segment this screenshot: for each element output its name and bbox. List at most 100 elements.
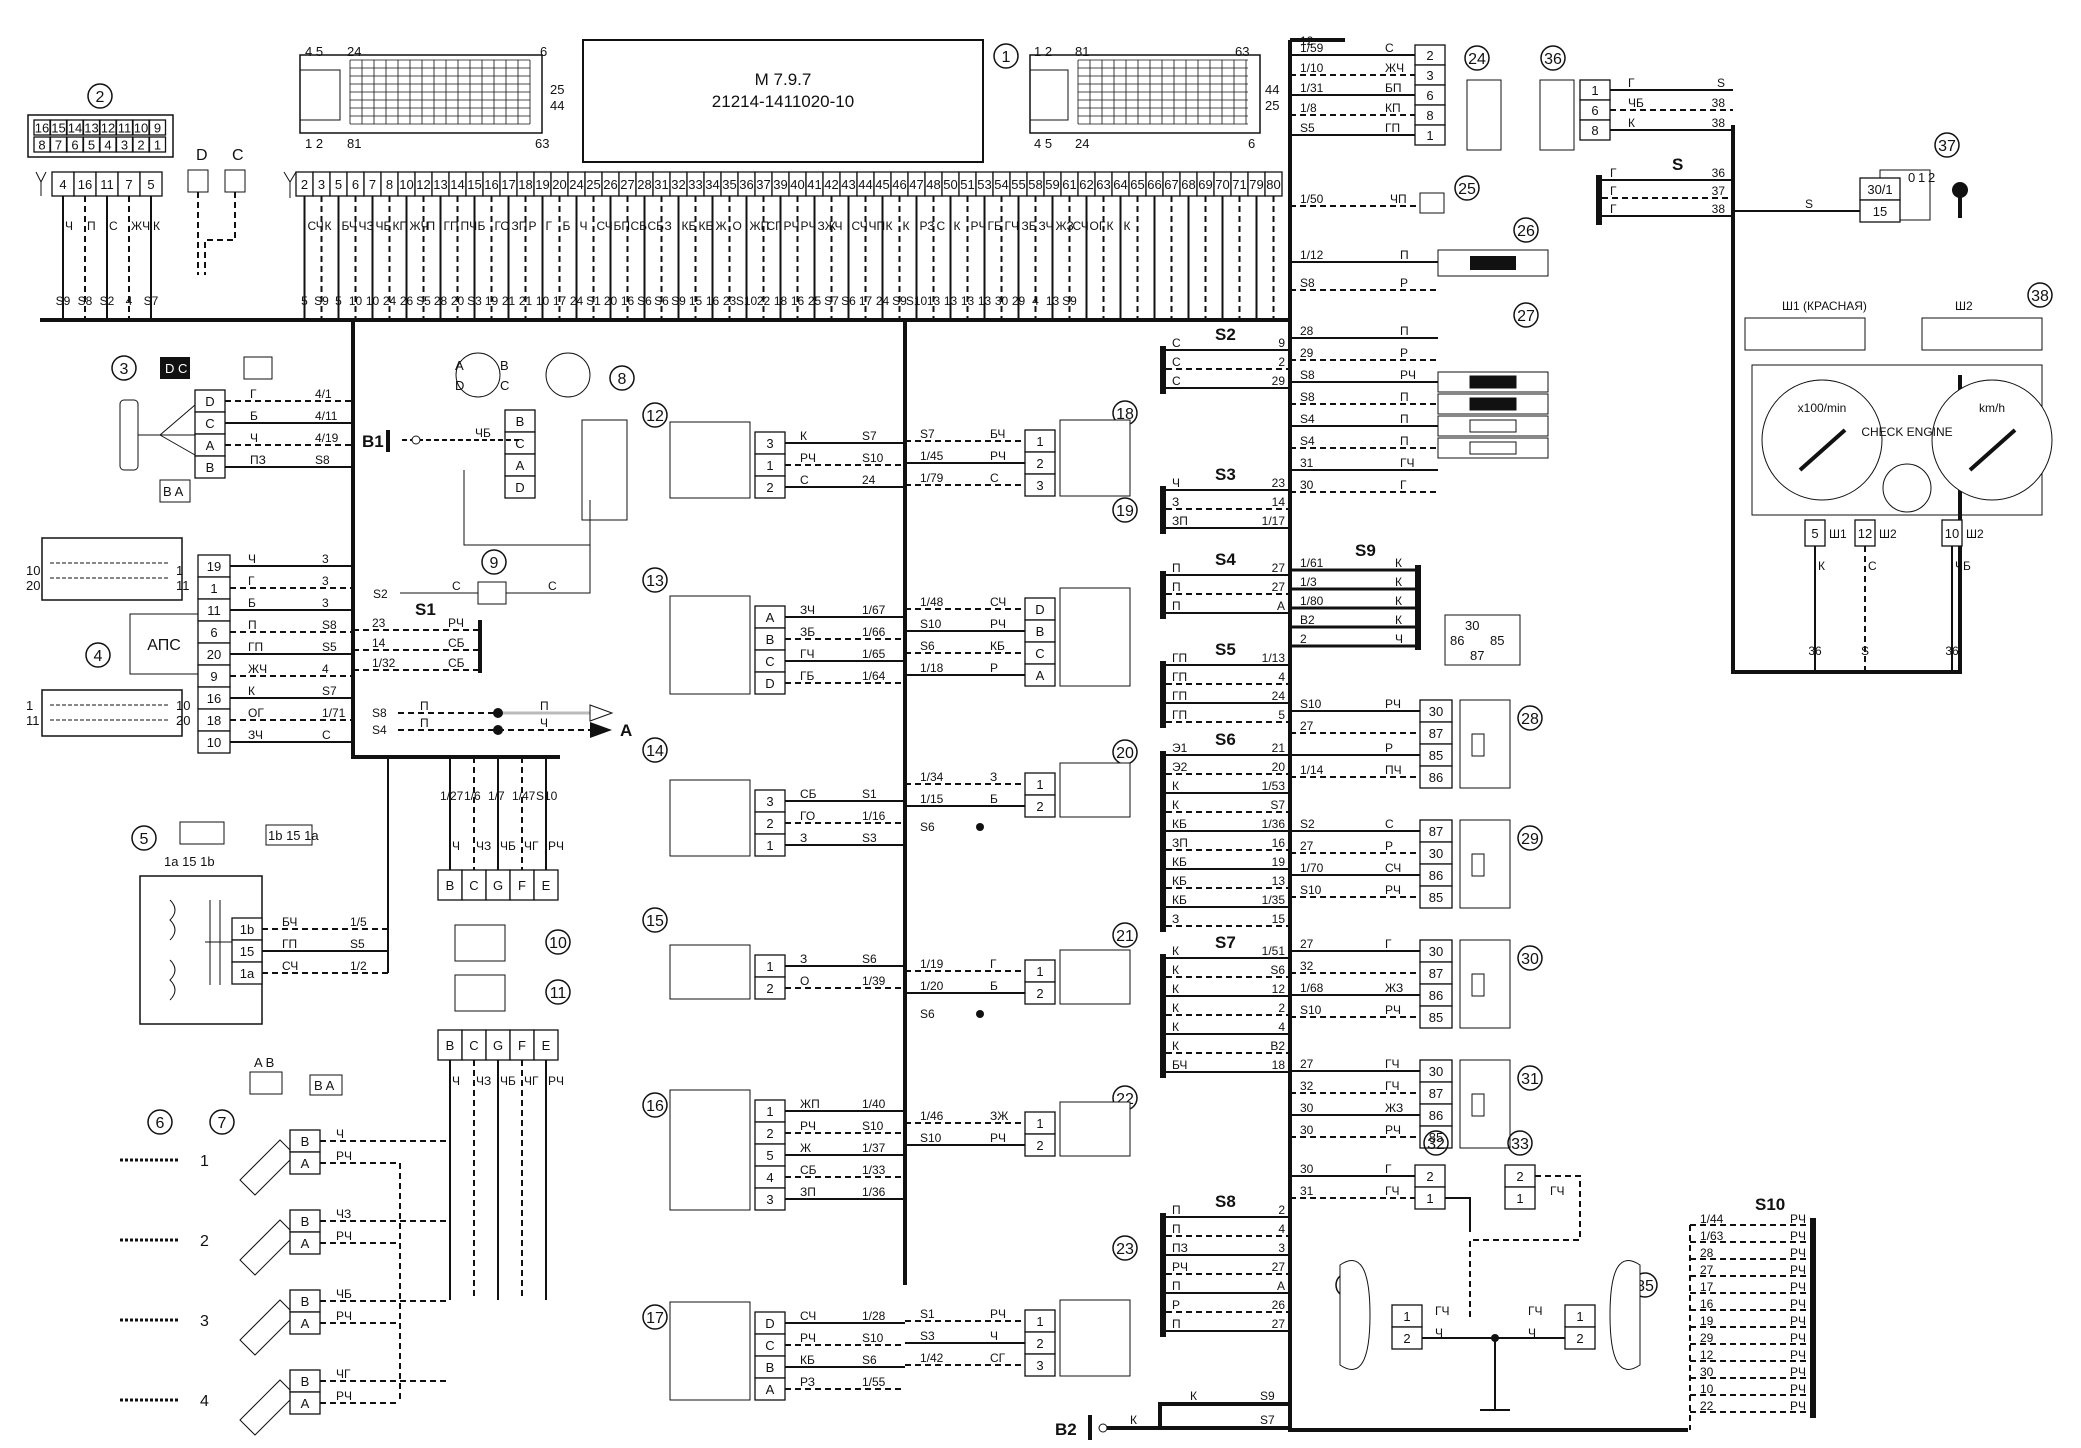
c4-wire-dest: 1/71	[322, 706, 346, 720]
c30-pin	[1419, 1005, 1453, 1029]
c30-color: ЖЗ	[1385, 981, 1403, 995]
c30-src: 1/68	[1300, 981, 1324, 995]
ecu-pin: 69	[1198, 177, 1212, 192]
c27-color: П	[1400, 390, 1409, 404]
c4-pin: 18	[207, 713, 221, 728]
splice-label: S7	[1215, 933, 1236, 952]
c17-wire-dest: 1/28	[862, 1309, 886, 1323]
ecu-wire-dest: 5	[301, 294, 308, 308]
c14-wire-dest: 1/16	[862, 809, 886, 823]
top-right-color: ЖЧ	[1385, 61, 1404, 75]
ecu-wire-dest: 24	[570, 294, 584, 308]
ecu-pin: 50	[943, 177, 957, 192]
c26-src: 1/12	[1300, 248, 1324, 262]
splice-wire-dest: A	[1277, 1279, 1285, 1293]
fan-left	[1339, 1260, 1371, 1370]
svg-text:S8: S8	[372, 706, 387, 720]
c23-wire-color: СГ	[990, 1351, 1006, 1365]
c27-src: S8	[1300, 368, 1315, 382]
c4-wire-color: ОГ	[248, 706, 264, 720]
speedometer	[1931, 379, 2053, 501]
c18-body	[1059, 419, 1131, 497]
c4-mark: 1	[176, 563, 183, 578]
c5-wire-color: СЧ	[282, 959, 298, 973]
c16-wire-dest: 1/37	[862, 1141, 886, 1155]
svg-text:24: 24	[1075, 136, 1089, 151]
c19-wire-color: СЧ	[990, 595, 1006, 609]
s10-wire-color: РЧ	[1790, 1399, 1806, 1413]
splice-wire-dest: 29	[1272, 374, 1286, 388]
c23-pin: 2	[1036, 1336, 1043, 1351]
ecu-pin: 64	[1113, 177, 1127, 192]
to-a: A S8 S4 П П П Ч	[372, 699, 632, 740]
ecu-wire-dest: 10	[349, 294, 363, 308]
ecu-pin: 42	[824, 177, 838, 192]
c19-wire-src: S10	[920, 617, 942, 631]
c12-pin: 1	[766, 458, 773, 473]
c8-pin: D	[515, 480, 524, 495]
top-right-pin: 6	[1426, 88, 1433, 103]
c30-src: S10	[1300, 1003, 1322, 1017]
c11-bot-pin: E	[542, 1038, 551, 1053]
c4-wire-color: К	[248, 684, 255, 698]
callout-number: 36	[1544, 51, 1562, 68]
cylinder-number: 4	[200, 1393, 209, 1410]
s10-wire-src: 16	[1700, 1297, 1714, 1311]
svg-text:D C: D C	[165, 361, 187, 376]
ecu-pin: 17	[501, 177, 515, 192]
c8-plug: C	[500, 378, 509, 393]
splice-dot	[976, 823, 984, 831]
c15-pin: 1	[766, 959, 773, 974]
top-right-src: 1/8	[1300, 101, 1317, 115]
splice-wire-color: П	[1172, 599, 1181, 613]
splice-wire-color: К	[1172, 963, 1179, 977]
c7-wire-color: ЧГ	[336, 1367, 351, 1381]
ecu-wire-color: СБ	[631, 219, 648, 233]
ecu-pin: 7	[369, 177, 376, 192]
ecu-wire-dest: S9	[892, 294, 907, 308]
c2-pin: 7	[125, 177, 132, 192]
splice-wire-color: ЗП	[1172, 514, 1188, 528]
ecu-wire-color: РЗ	[920, 219, 935, 233]
c7-pin: B	[301, 1294, 310, 1309]
c12-wire-color: С	[800, 473, 809, 487]
right-block-pin: 6	[1591, 103, 1598, 118]
right-block-pin: 1	[1591, 83, 1598, 98]
callout-circle	[1112, 1235, 1138, 1261]
ecu-pin: 80	[1266, 177, 1280, 192]
top-right-pin: 1	[1426, 128, 1433, 143]
c2-wire-dest: S7	[144, 294, 159, 308]
s10-wire-color: РЧ	[1790, 1314, 1806, 1328]
splice-wire-dest: 1/51	[1262, 944, 1286, 958]
c22-wire-src: S10	[920, 1131, 942, 1145]
c27-src: 30	[1300, 478, 1314, 492]
c12-wire-dest: S7	[862, 429, 877, 443]
c2-wire-dest: S8	[78, 294, 93, 308]
splice-wire-dest: 27	[1272, 580, 1286, 594]
s9-wire-color: К	[1395, 575, 1402, 589]
c28-color: ПЧ	[1385, 763, 1402, 777]
c11-wire-color: ЧБ	[500, 839, 516, 853]
c5-pin: 1a	[240, 966, 255, 981]
c11-top-pin: G	[493, 878, 503, 893]
c38-sh2: Ш2	[1955, 299, 1973, 313]
c11-bot-pin	[437, 1029, 463, 1061]
ecu-pin: 43	[841, 177, 855, 192]
c31-pin: 85	[1429, 1130, 1443, 1145]
c2-cell: 7	[55, 138, 62, 153]
c31-src: 30	[1300, 1123, 1314, 1137]
splice-wire-color: П	[1172, 1279, 1181, 1293]
callout-number: 26	[1517, 223, 1535, 240]
c2-cell: 11	[118, 121, 132, 136]
splice-wire-dest: 1/53	[1262, 779, 1286, 793]
c29-pin: 85	[1429, 890, 1443, 905]
c4-wire-dest: 3	[322, 574, 329, 588]
splice-wire-dest: 4	[1278, 1222, 1285, 1236]
c12-wire-color: К	[800, 429, 807, 443]
c18-pin: 2	[1036, 456, 1043, 471]
splice-wire-color: ГП	[1172, 670, 1187, 684]
c20-wire-color: З	[990, 770, 997, 784]
ecu-wire-dest: 13	[944, 294, 958, 308]
callout-number: 15	[646, 913, 664, 930]
callout-circle	[642, 567, 668, 593]
